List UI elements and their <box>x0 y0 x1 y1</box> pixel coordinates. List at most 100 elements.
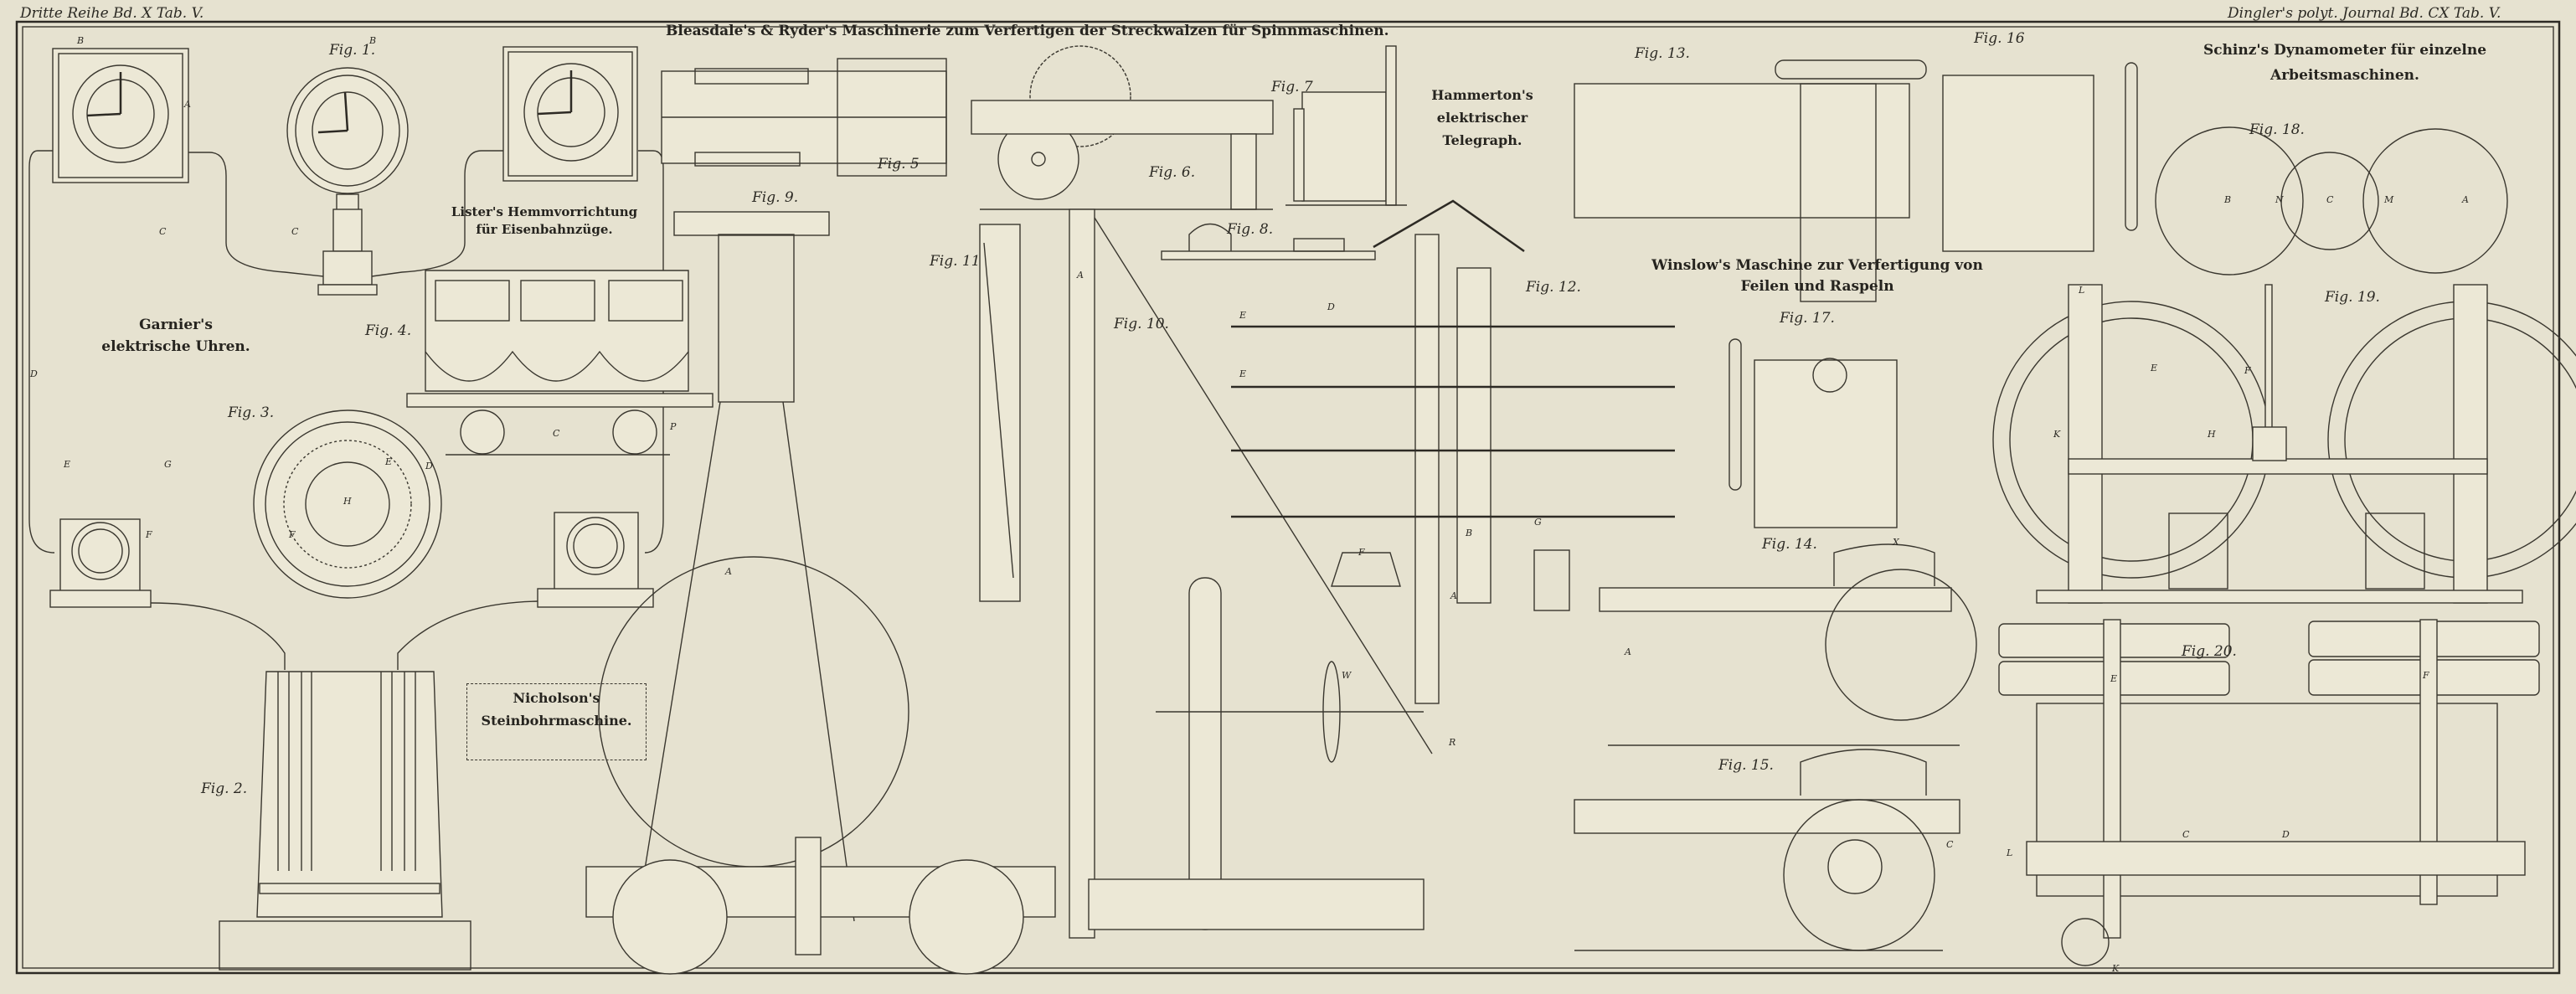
fig-label-15: Fig. 15. <box>1718 757 1774 774</box>
part-label-wire-f-right: F <box>289 529 296 540</box>
part-label-battery-h: H <box>343 496 352 507</box>
dynamometer-fig19 <box>1992 284 2576 604</box>
part-label-tel-f: F <box>1358 547 1365 558</box>
bleasdale-fig8 <box>1161 223 1376 260</box>
winslow-fig16 <box>1942 62 2138 252</box>
garnier-clock-center <box>286 67 409 296</box>
part-label-dyn-d20: D <box>2282 829 2290 840</box>
part-label-clock-b-left: B <box>77 35 85 46</box>
header-series-volume: Dritte Reihe Bd. X Tab. V. <box>20 5 204 22</box>
part-label-car-c: C <box>553 428 560 439</box>
fig-label-5: Fig. 5 <box>878 156 920 173</box>
nicholson-fig10 <box>1069 209 1433 939</box>
fig-label-4: Fig. 4. <box>365 322 412 339</box>
title-garnier-line1: Garnier's <box>139 317 213 333</box>
fig-label-18: Fig. 18. <box>2249 121 2305 138</box>
nicholson-fig11 <box>979 224 1021 602</box>
nicholson-fig9 <box>585 211 1056 975</box>
part-label-clock-b-right: B <box>369 35 377 46</box>
title-nicholson: Nicholson's Steinbohrmaschine. <box>466 687 647 732</box>
part-label-wire-d-left: D <box>30 368 38 379</box>
part-label-dyn-c: C <box>2326 194 2334 205</box>
battery-section-fig2 <box>219 671 471 971</box>
fig-label-13: Fig. 13. <box>1635 45 1690 62</box>
title-schinz-line2: Arbeitsmaschinen. <box>2270 66 2419 84</box>
winslow-fig17 <box>1728 338 1898 528</box>
fig-label-16: Fig. 16 <box>1974 30 2025 47</box>
garnier-clock-lower-right <box>537 512 654 608</box>
part-label-wire-f-left: F <box>146 529 152 540</box>
title-garnier-line2: elektrische Uhren. <box>101 338 250 356</box>
part-label-tel-e1: E <box>1239 310 1247 321</box>
part-label-dyn-f20: F <box>2423 670 2429 681</box>
railway-carriage-fig4 <box>406 270 714 456</box>
part-label-dyn-k20: K <box>2112 963 2120 974</box>
part-label-drill-w: W <box>1342 670 1352 681</box>
garnier-clock-right <box>502 46 638 182</box>
telegraph-pole-fig12 <box>1231 199 1675 704</box>
part-label-dyn-e: E <box>2151 363 2158 373</box>
part-label-tel-b: B <box>1466 528 1473 538</box>
part-label-file-a: A <box>1625 646 1631 657</box>
part-label-wire-c-left: C <box>159 226 167 237</box>
part-label-wire-d-right: D <box>425 461 433 471</box>
part-label-dyn-l: L <box>2079 285 2085 296</box>
title-lister: Lister's Hemmvorrichtung für Eisenbahnzü… <box>444 203 645 239</box>
title-bleasdale: Bleasdale's & Ryder's Maschinerie zum Ve… <box>666 23 1389 39</box>
part-label-drill-a: A <box>725 566 732 577</box>
fig-label-9: Fig. 9. <box>752 189 799 206</box>
fig-label-19: Fig. 19. <box>2325 289 2380 306</box>
winslow-fig14 <box>1599 543 1977 746</box>
winslow-fig13 <box>1574 59 1927 302</box>
title-nicholson-line1: Nicholson's <box>513 690 600 706</box>
part-label-dyn-h: H <box>2208 429 2216 440</box>
part-label-tel-e2: E <box>1239 368 1247 379</box>
plate-inner-border <box>22 26 2554 969</box>
part-label-clock-a: A <box>184 99 191 110</box>
title-winslow-line1: Winslow's Maschine zur Verfertigung von <box>1651 257 1983 274</box>
part-label-tel-a: A <box>1450 590 1457 601</box>
garnier-clock-left <box>52 48 189 183</box>
fig-label-7: Fig. 7 <box>1271 79 1313 95</box>
part-label-drill-r: R <box>1449 737 1456 748</box>
winslow-fig15 <box>1574 749 1960 951</box>
bleasdale-fig6 <box>971 45 1274 210</box>
nicholson-title-box <box>466 683 647 760</box>
part-label-tel-g: G <box>1534 517 1542 528</box>
fig-label-11: Fig. 11 <box>930 253 981 270</box>
fig-label-8: Fig. 8. <box>1227 221 1274 238</box>
part-label-clock-e-right: E <box>385 456 393 467</box>
part-label-dyn-l20: L <box>2007 847 2013 858</box>
fig-label-2: Fig. 2. <box>201 780 248 797</box>
title-hammerton: Hammerton's elektrischer Telegraph. <box>1415 84 1549 152</box>
part-label-dyn-f: F <box>2244 365 2251 376</box>
part-label-file-c: C <box>1946 839 1954 850</box>
part-label-dyn-b: B <box>2224 194 2232 205</box>
fig-label-14: Fig. 14. <box>1762 536 1817 553</box>
part-label-tel-d: D <box>1327 301 1335 312</box>
fig-label-3: Fig. 3. <box>228 404 275 421</box>
dynamometer-fig18 <box>2155 126 2508 276</box>
title-winslow: Winslow's Maschine zur Verfertigung von … <box>1625 255 2010 296</box>
fig-label-6: Fig. 6. <box>1149 164 1196 181</box>
fig-label-17: Fig. 17. <box>1780 310 1835 327</box>
title-garnier: Garnier's elektrische Uhren. <box>75 314 276 358</box>
bleasdale-fig7 <box>1285 45 1407 206</box>
garnier-clock-lower-left <box>49 518 152 608</box>
header-journal-volume: Dingler's polyt. Journal Bd. CX Tab. V. <box>2228 5 2501 22</box>
part-label-dyn-a: A <box>2462 194 2469 205</box>
title-hammerton-line1: Hammerton's <box>1431 87 1533 103</box>
part-label-dyn-m: M <box>2384 194 2394 205</box>
title-hammerton-line2: elektrischer <box>1436 110 1528 126</box>
fig-label-12: Fig. 12. <box>1526 279 1581 296</box>
part-label-dyn-e20: E <box>2110 673 2118 684</box>
dynamometer-fig20 <box>1998 619 2540 966</box>
title-winslow-line2: Feilen und Raspeln <box>1740 277 1894 295</box>
plate-outer-border <box>15 20 2561 975</box>
title-nicholson-line2: Steinbohrmaschine. <box>481 713 632 729</box>
title-schinz: Schinz's Dynamometer für einzelne Arbeit… <box>2194 39 2496 89</box>
part-label-clock-e-left: E <box>64 459 71 470</box>
part-label-dyn-c20: C <box>2182 829 2190 840</box>
